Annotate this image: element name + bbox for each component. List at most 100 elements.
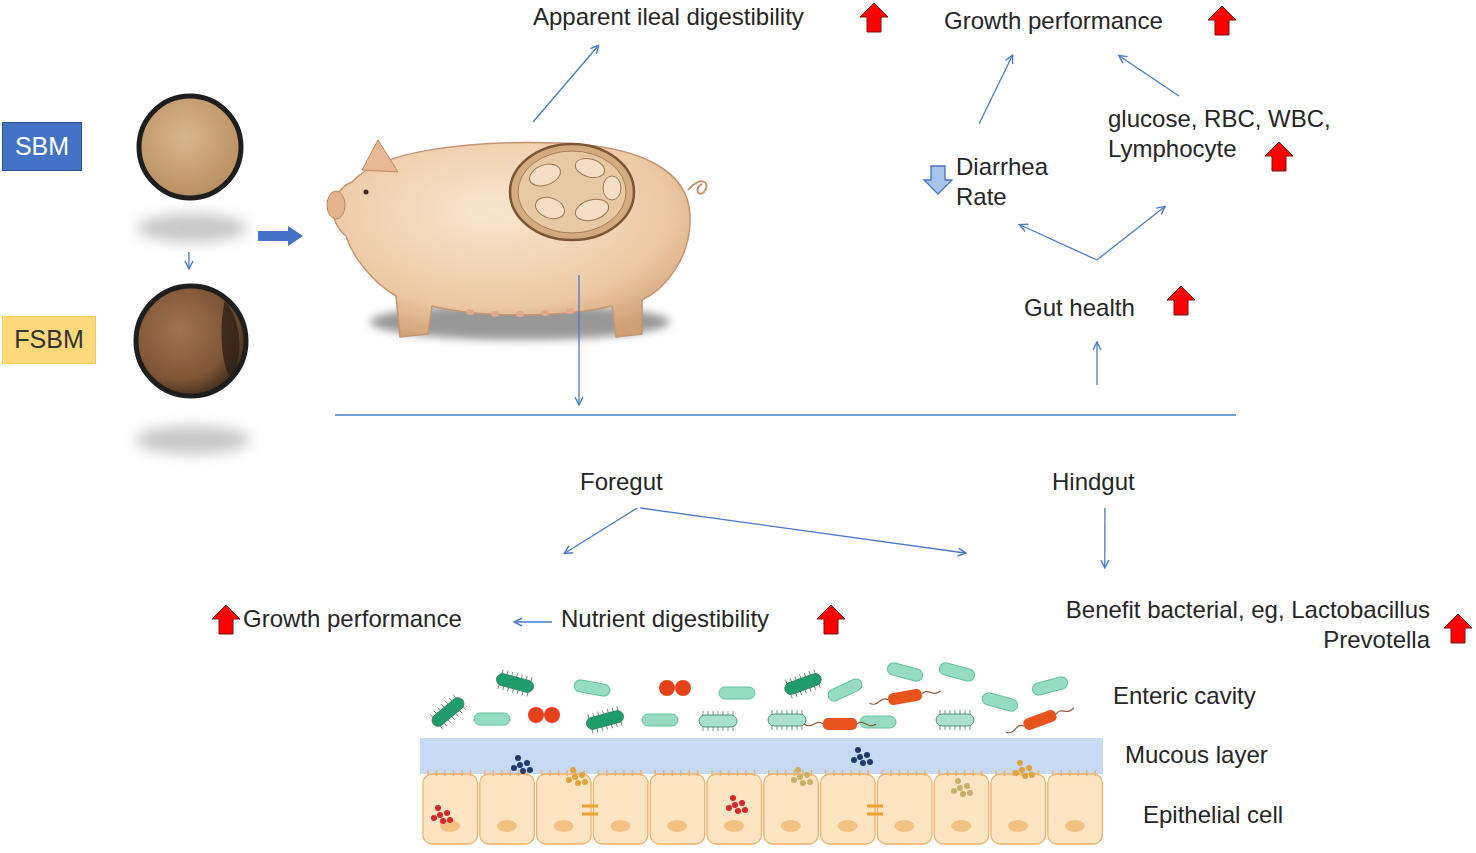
microvillus <box>1038 770 1040 776</box>
epithelial-cell <box>423 774 478 844</box>
microvillus <box>1052 770 1054 776</box>
outcome-text: Gut health <box>1024 293 1164 329</box>
bacterium <box>826 677 864 703</box>
bacterium-coccus <box>659 680 675 696</box>
microvillus <box>811 770 813 776</box>
granule <box>860 760 866 766</box>
sbm-sample <box>139 96 241 198</box>
granule <box>1019 767 1025 773</box>
microvillus <box>916 770 918 776</box>
outcome-text: Benefit bacterial, eg, Lactobacillus Pre… <box>990 595 1430 667</box>
microvillus <box>955 770 957 776</box>
microvillus <box>1004 770 1006 776</box>
microvillus <box>842 770 844 776</box>
feed-arrow <box>258 226 303 246</box>
bacterium-flagellate <box>823 718 857 730</box>
node-text: Benefit bacterial, eg, Lactobacillus Pre… <box>990 595 1430 655</box>
increase-arrow <box>1444 614 1472 643</box>
connector-arrow <box>188 252 189 268</box>
granule <box>807 779 813 785</box>
bacterium <box>699 711 737 731</box>
bacterium <box>938 662 976 683</box>
granule <box>1026 765 1032 771</box>
granule <box>437 812 443 818</box>
bacterium <box>528 707 560 723</box>
cell-nucleus <box>724 820 744 832</box>
microvillus <box>566 770 568 776</box>
microvillus <box>825 770 827 776</box>
cell-nucleus <box>667 820 687 832</box>
microvillus <box>541 770 543 776</box>
microvillus <box>436 770 438 776</box>
node-text: glucose, RBC, WBC, Lymphocyte <box>1108 104 1353 164</box>
microvillus <box>850 770 852 776</box>
microvillus <box>615 770 617 776</box>
epithelial-cell <box>593 774 648 844</box>
bacterium <box>494 668 536 697</box>
gut-region: Foregut <box>580 467 684 501</box>
granule <box>795 767 801 773</box>
annotation-label: Apparent ileal digestibility <box>533 2 804 32</box>
fsbm-shade <box>221 300 239 380</box>
microvillus <box>1095 770 1097 776</box>
microvillus <box>1078 770 1080 776</box>
microvillus <box>671 770 673 776</box>
bacterium-capsule <box>573 679 611 697</box>
bacterium-capsule <box>642 714 678 726</box>
granule <box>566 777 572 783</box>
epithelial-cell <box>821 774 876 844</box>
outcome-text: Diarrhea Rate <box>956 152 1071 224</box>
bacterium <box>804 718 876 730</box>
epithelial-cell <box>991 774 1046 844</box>
bacterium-flagellum <box>1006 706 1075 734</box>
microvillus <box>493 770 495 776</box>
granule <box>582 779 588 785</box>
annotation-label: Epithelial cell <box>1143 800 1283 830</box>
microvillus <box>427 770 429 776</box>
bacterium-capsule <box>860 716 896 728</box>
gut-region: Hindgut <box>1052 467 1160 501</box>
bacterium-rod <box>585 709 625 730</box>
ingredient-box: SBM <box>2 90 247 202</box>
pig-tail <box>688 181 707 194</box>
microvillus <box>794 770 796 776</box>
granule <box>579 772 585 778</box>
microvillus <box>444 770 446 776</box>
bacterium <box>768 710 806 730</box>
bacterium <box>427 692 469 732</box>
microvillus <box>598 770 600 776</box>
annotation-label: Mucous layer <box>1125 740 1268 770</box>
cell-nucleus <box>1008 820 1028 832</box>
cell-nucleus <box>838 820 858 832</box>
connector-arrow <box>640 508 965 553</box>
bacterium <box>869 685 942 709</box>
node-text: Foregut <box>580 467 684 497</box>
bacterium <box>573 679 611 697</box>
bacterium-coccus <box>544 707 560 723</box>
granule <box>857 754 863 760</box>
uterus-inner <box>518 151 626 233</box>
outcome-text: Growth performance <box>243 604 505 640</box>
sample-shadow <box>135 426 251 454</box>
granule <box>570 767 576 773</box>
microvillus <box>663 770 665 776</box>
microvillus <box>558 770 560 776</box>
granule <box>524 760 530 766</box>
microvillus <box>737 770 739 776</box>
granule <box>1029 772 1035 778</box>
increase-arrow <box>1167 286 1195 315</box>
microvillus <box>859 770 861 776</box>
bacterium-capsule <box>474 713 510 725</box>
microvillus <box>632 770 634 776</box>
microvillus <box>606 770 608 776</box>
epithelial-cells <box>423 770 1102 844</box>
granule <box>967 790 973 796</box>
increase-arrow <box>1208 6 1236 35</box>
epithelial-cell <box>650 774 705 844</box>
leader-arrow <box>1096 343 1097 385</box>
microvillus <box>640 770 642 776</box>
bacterium <box>584 705 626 734</box>
microvillus <box>899 770 901 776</box>
box-label: FSBM <box>2 316 96 364</box>
divider-line <box>335 414 1236 415</box>
